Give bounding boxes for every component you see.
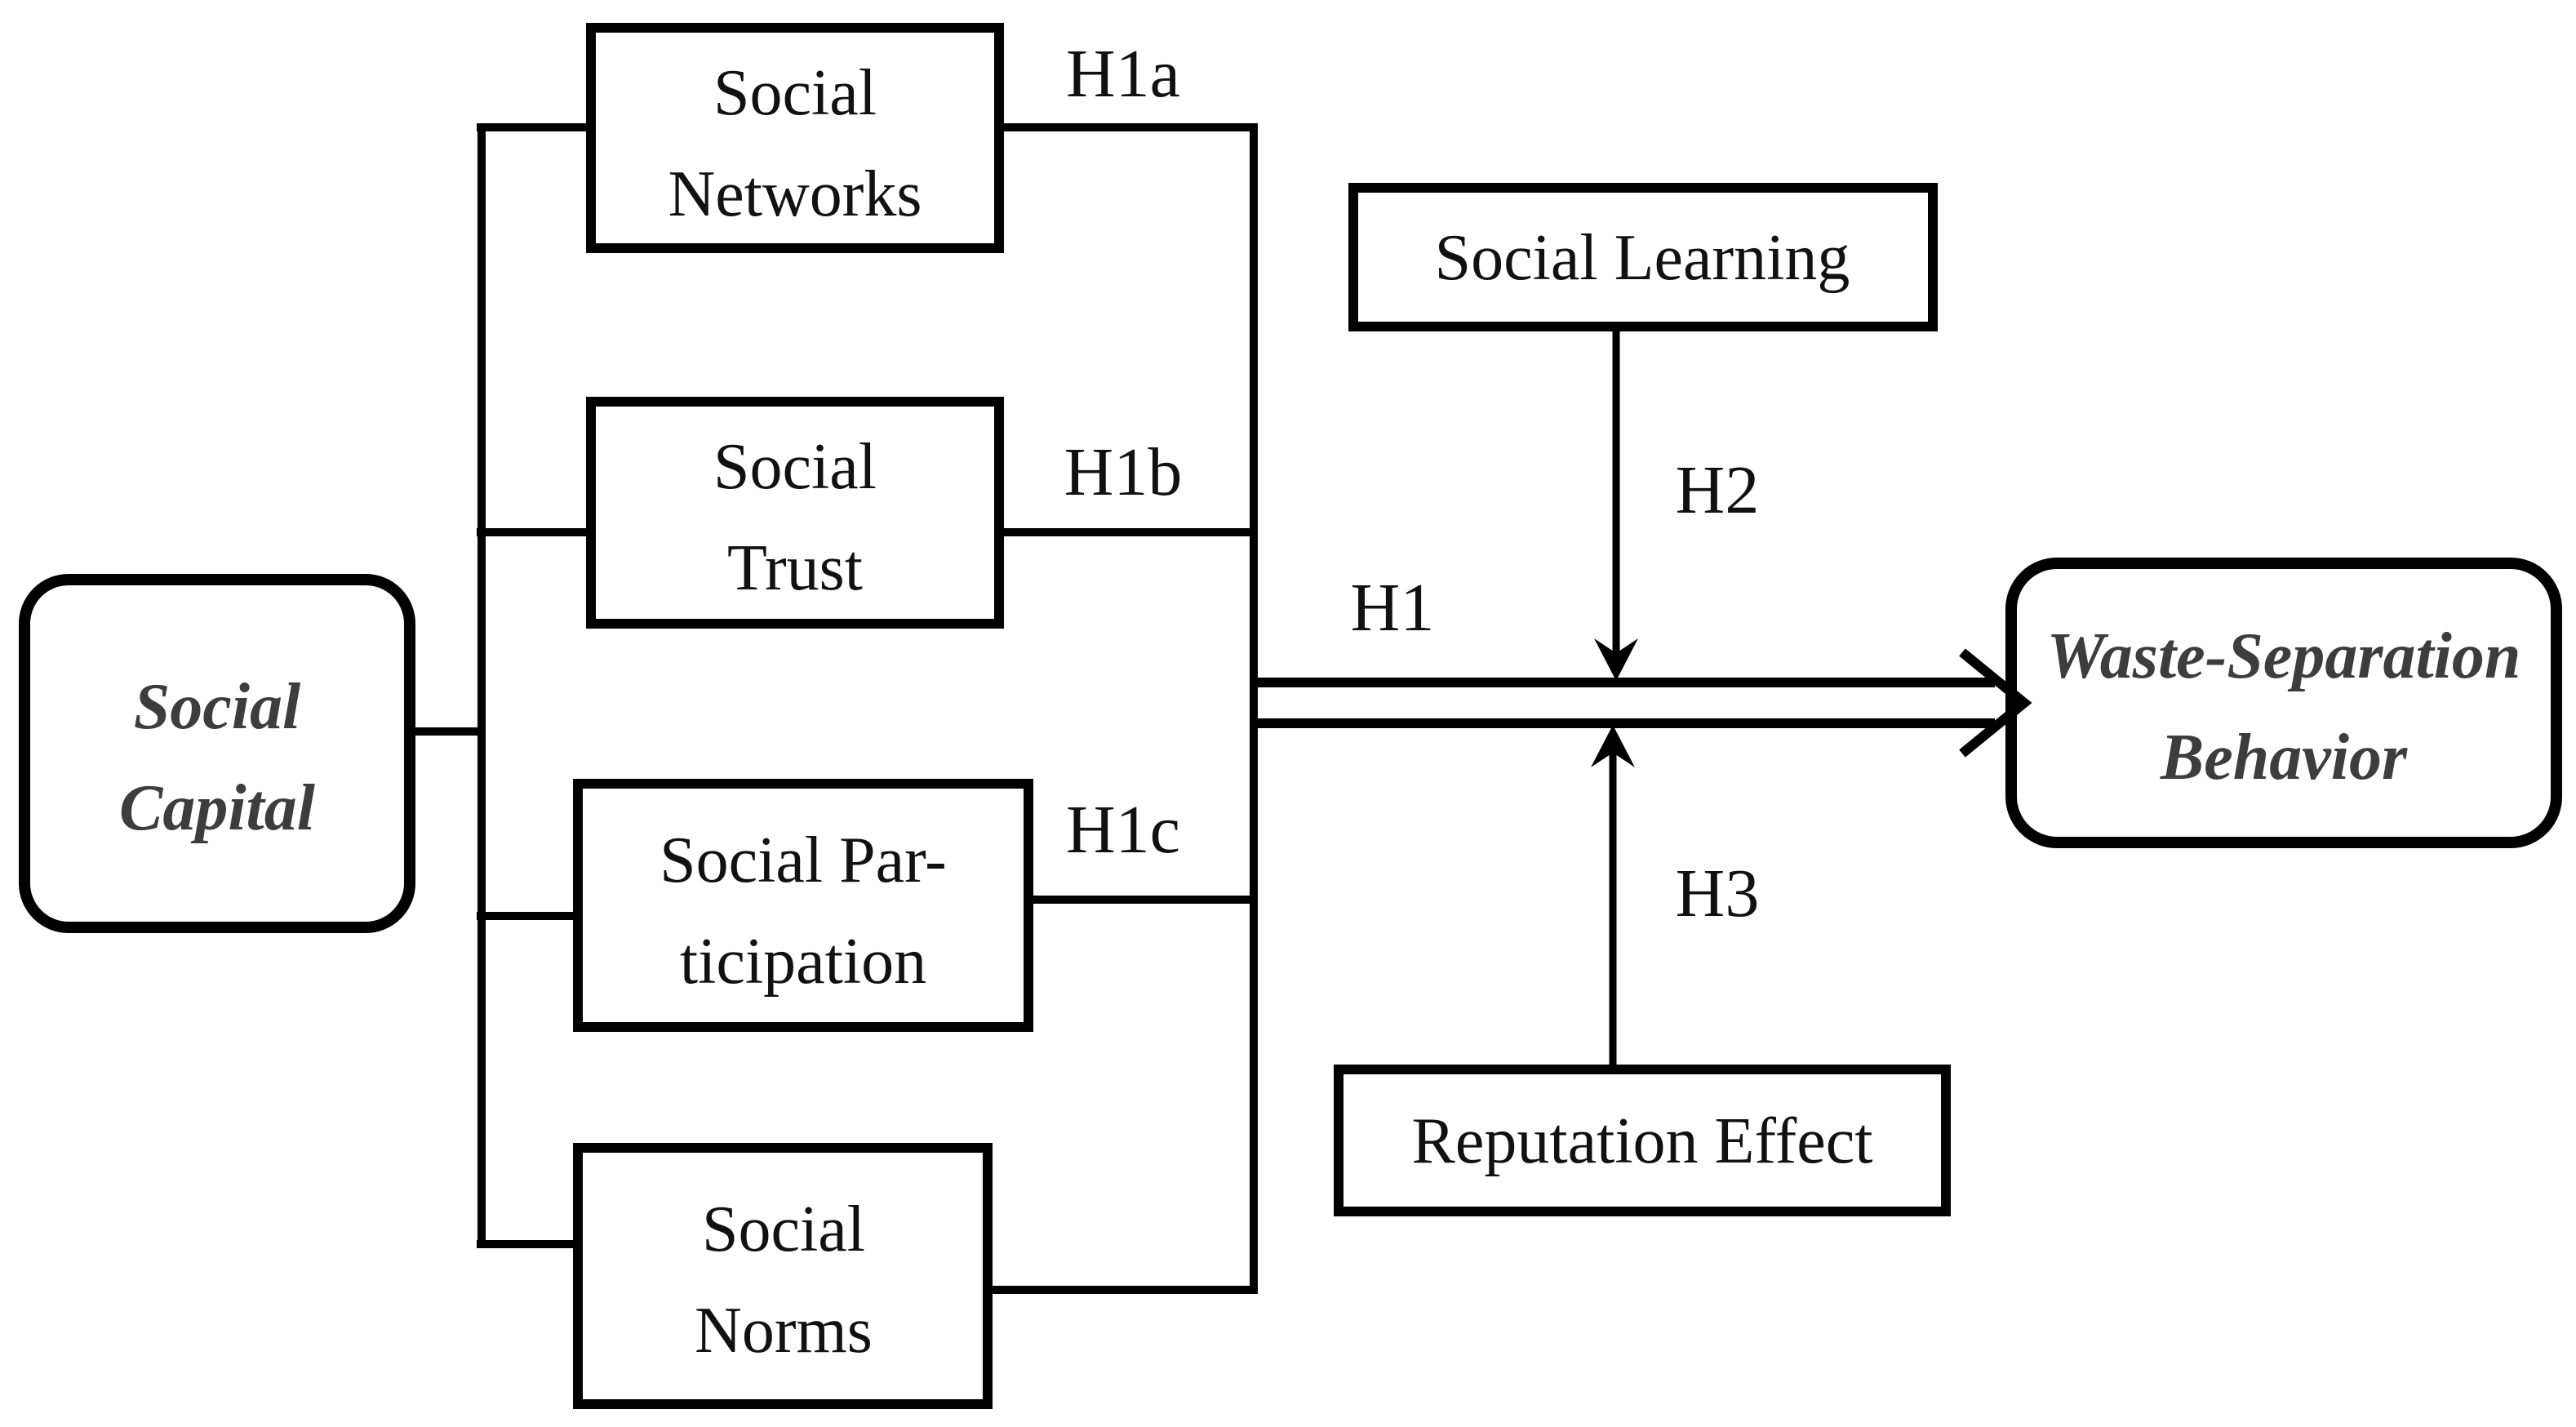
social-trust-label-line2: Trust <box>727 532 863 604</box>
social-capital-label-line2: Capital <box>119 772 316 844</box>
social-networks-label-line2: Networks <box>668 158 922 230</box>
social-norms-box <box>573 1143 993 1409</box>
h3-hypothesis-label: H3 <box>1676 856 1760 931</box>
social-participation-label-line2: ticipation <box>680 926 926 998</box>
main-arrow-open-arrowhead <box>1959 648 2032 758</box>
connector-lines <box>410 123 2032 1294</box>
reputation-effect-label: Reputation Effect <box>1412 1105 1873 1177</box>
social-trust-box <box>586 397 1004 629</box>
solid-arrowheads <box>1591 638 1638 767</box>
social-norms-label-line1: Social <box>702 1194 865 1265</box>
reputation-effect-box <box>1334 1065 1951 1216</box>
waste-separation-box <box>2005 558 2562 848</box>
social-participation-label-line1: Social Par- <box>660 825 947 896</box>
social-capital-box <box>19 574 415 933</box>
h1c-hypothesis-label: H1c <box>1066 792 1180 868</box>
box-outlines <box>19 23 2562 1409</box>
social-learning-box <box>1348 183 1938 331</box>
waste-separation-label-line2: Behavior <box>2160 722 2408 794</box>
h3-up-arrowhead <box>1591 725 1635 767</box>
social-trust-label-line1: Social <box>713 431 877 503</box>
h1a-hypothesis-label: H1a <box>1066 36 1180 112</box>
social-capital-label-line1: Social <box>134 671 301 743</box>
labels-regular: Social Networks Social Trust Social Par-… <box>660 36 1872 1367</box>
h1-hypothesis-label: H1 <box>1351 570 1435 646</box>
social-networks-box <box>586 23 1004 253</box>
social-norms-label-line2: Norms <box>695 1295 873 1367</box>
h1b-hypothesis-label: H1b <box>1064 434 1183 510</box>
social-participation-box <box>573 779 1033 1032</box>
h2-hypothesis-label: H2 <box>1676 452 1760 528</box>
h2-down-arrowhead <box>1594 638 1638 681</box>
social-networks-label-line1: Social <box>713 57 877 129</box>
waste-separation-label-line1: Waste-Separation <box>2047 620 2521 692</box>
social-learning-label: Social Learning <box>1435 222 1850 294</box>
labels-emphasis: Social Capital Waste-Separation Behavior <box>119 620 2520 844</box>
